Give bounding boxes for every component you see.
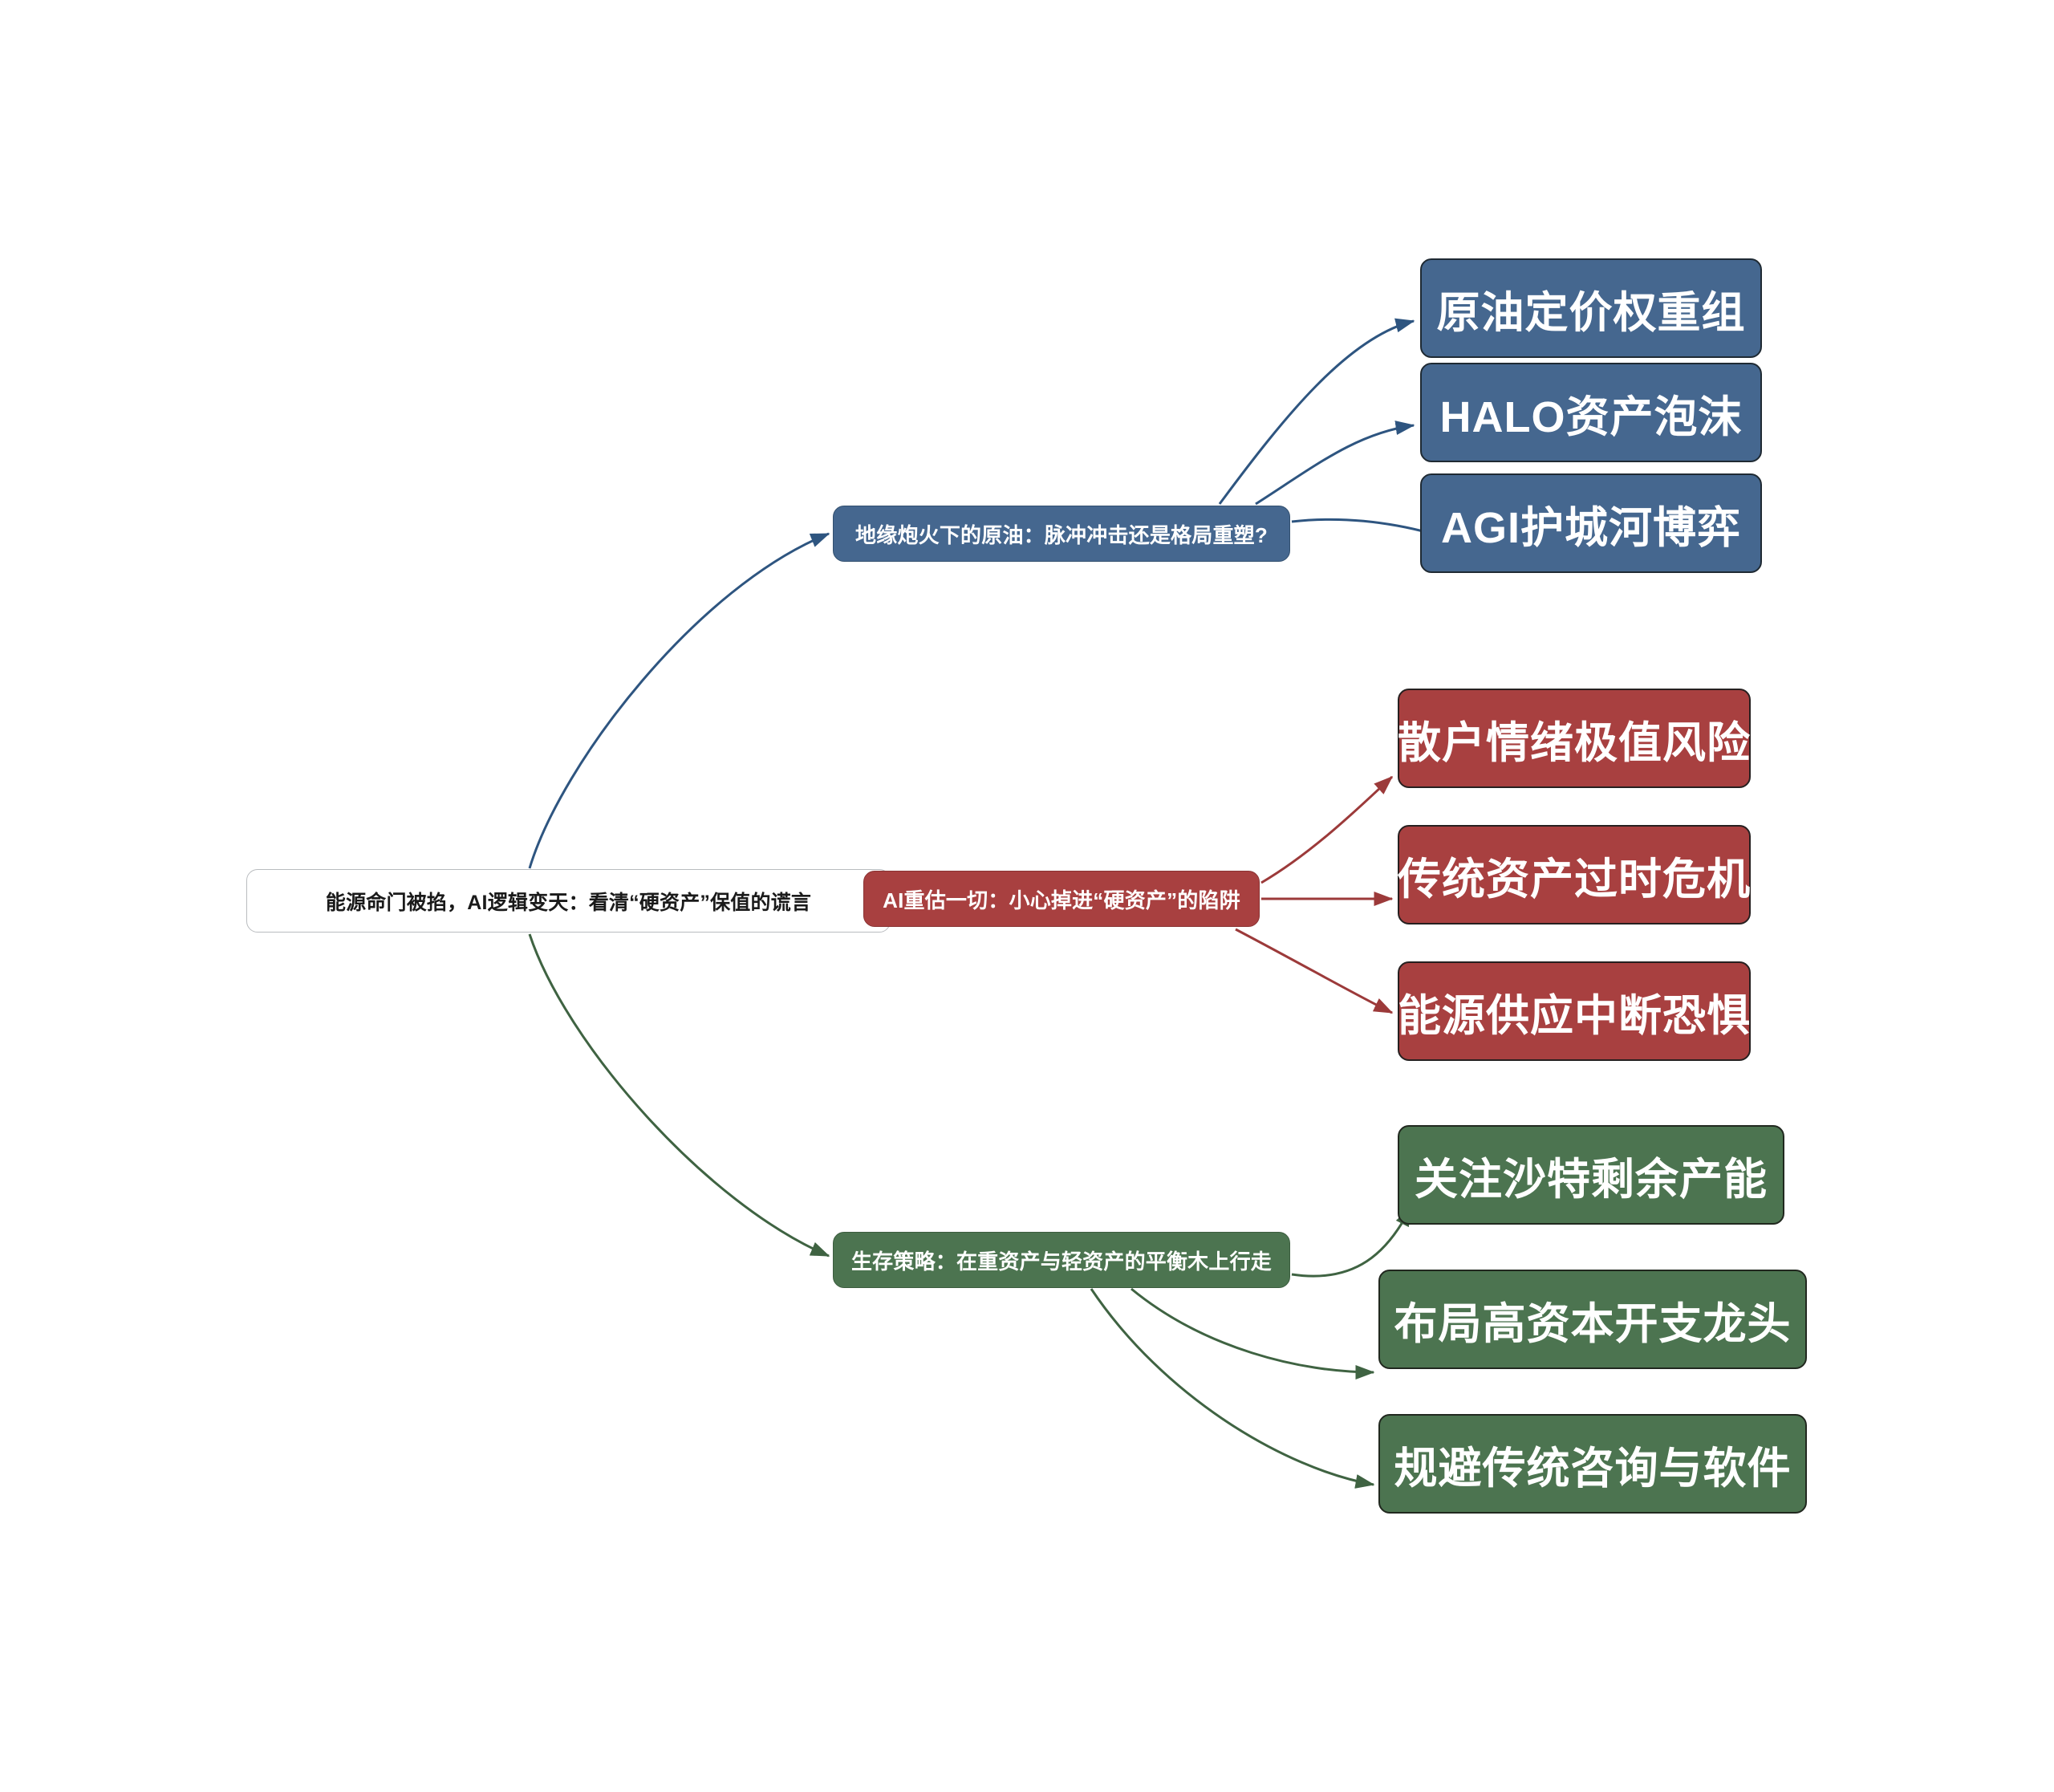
edge-strategy-to-leaf-1 [1291, 1206, 1412, 1278]
leaf-node-energy-supply-fear[interactable]: 能源供应中断恐惧 [1398, 961, 1751, 1061]
edge-oil-to-leaf-2 [1255, 421, 1415, 506]
branch-node-strategy[interactable]: 生存策略：在重资产与轻资产的平衡木上行走 [833, 1232, 1290, 1288]
root-node[interactable]: 能源命门被掐，AI逻辑变天：看清“硬资产”保值的谎言 [246, 869, 891, 933]
leaf-node-high-capex-leaders[interactable]: 布局高资本开支龙头 [1378, 1270, 1807, 1369]
edge-ai-to-leaf-3 [1235, 928, 1394, 1014]
edge-strategy-to-leaf-2 [1131, 1287, 1375, 1380]
leaf-node-retail-sentiment-risk[interactable]: 散户情绪极值风险 [1398, 689, 1751, 788]
edge-oil-to-leaf-1 [1218, 318, 1415, 505]
leaf-node-legacy-asset-crisis[interactable]: 传统资产过时危机 [1398, 825, 1751, 924]
leaf-node-agi-moat[interactable]: AGI护城河博弈 [1420, 473, 1762, 573]
edge-strategy-to-leaf-3 [1090, 1288, 1375, 1489]
edge-root-to-oil [528, 532, 830, 869]
branch-node-oil[interactable]: 地缘炮火下的原油：脉冲冲击还是格局重塑? [833, 506, 1290, 562]
leaf-node-saudi-spare-capacity[interactable]: 关注沙特剩余产能 [1398, 1125, 1784, 1225]
branch-node-ai[interactable]: AI重估一切：小心掉进“硬资产”的陷阱 [863, 871, 1260, 927]
edge-root-to-strategy [528, 933, 830, 1258]
leaf-node-oil-pricing-power[interactable]: 原油定价权重组 [1420, 258, 1762, 358]
leaf-node-halo-asset-bubble[interactable]: HALO资产泡沫 [1420, 363, 1762, 462]
leaf-node-avoid-consulting-software[interactable]: 规避传统咨询与软件 [1378, 1414, 1807, 1514]
edge-ai-to-leaf-1 [1260, 775, 1394, 884]
